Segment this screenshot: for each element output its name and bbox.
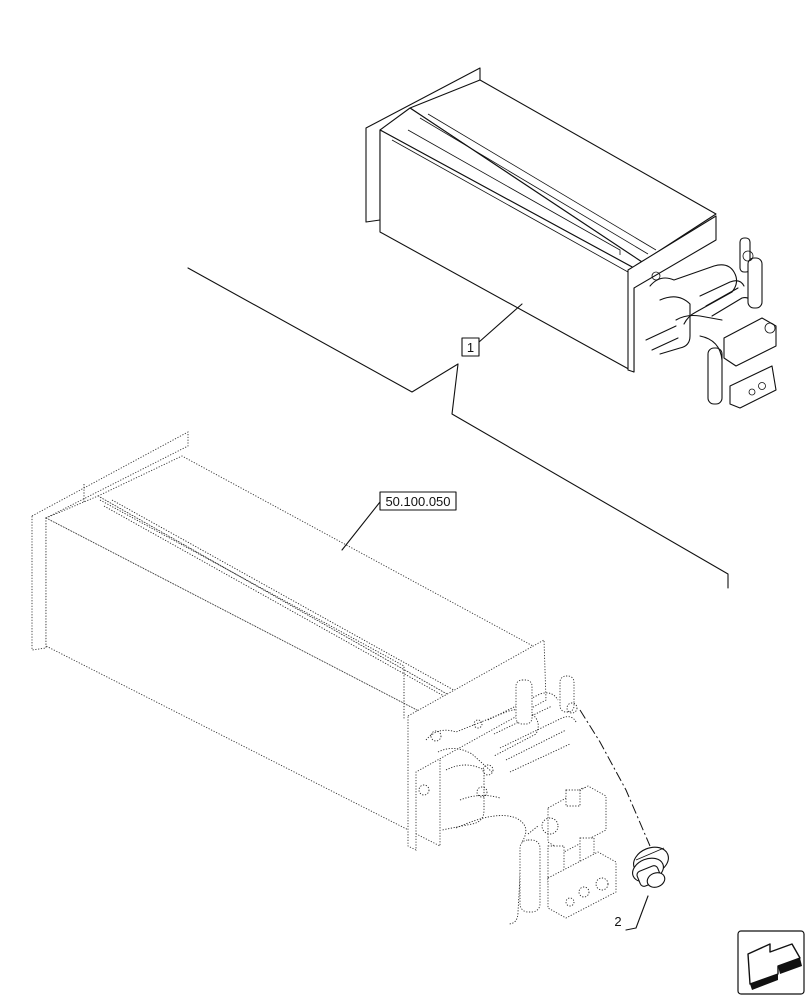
- pressure-switch-part: [632, 846, 669, 888]
- callout-item-1-label: 1: [467, 340, 474, 355]
- reference-number: 50.100.050: [385, 494, 450, 509]
- reference-callout: 50.100.050: [379, 491, 457, 511]
- evaporator-core-bottom: [31, 431, 617, 925]
- back-arrow-icon[interactable]: [737, 930, 805, 995]
- evaporator-core-top: [365, 67, 777, 409]
- callout-item-2-label: 2: [614, 914, 621, 929]
- callout-item-1: 1: [461, 337, 480, 357]
- assembly-centerline: [579, 709, 651, 847]
